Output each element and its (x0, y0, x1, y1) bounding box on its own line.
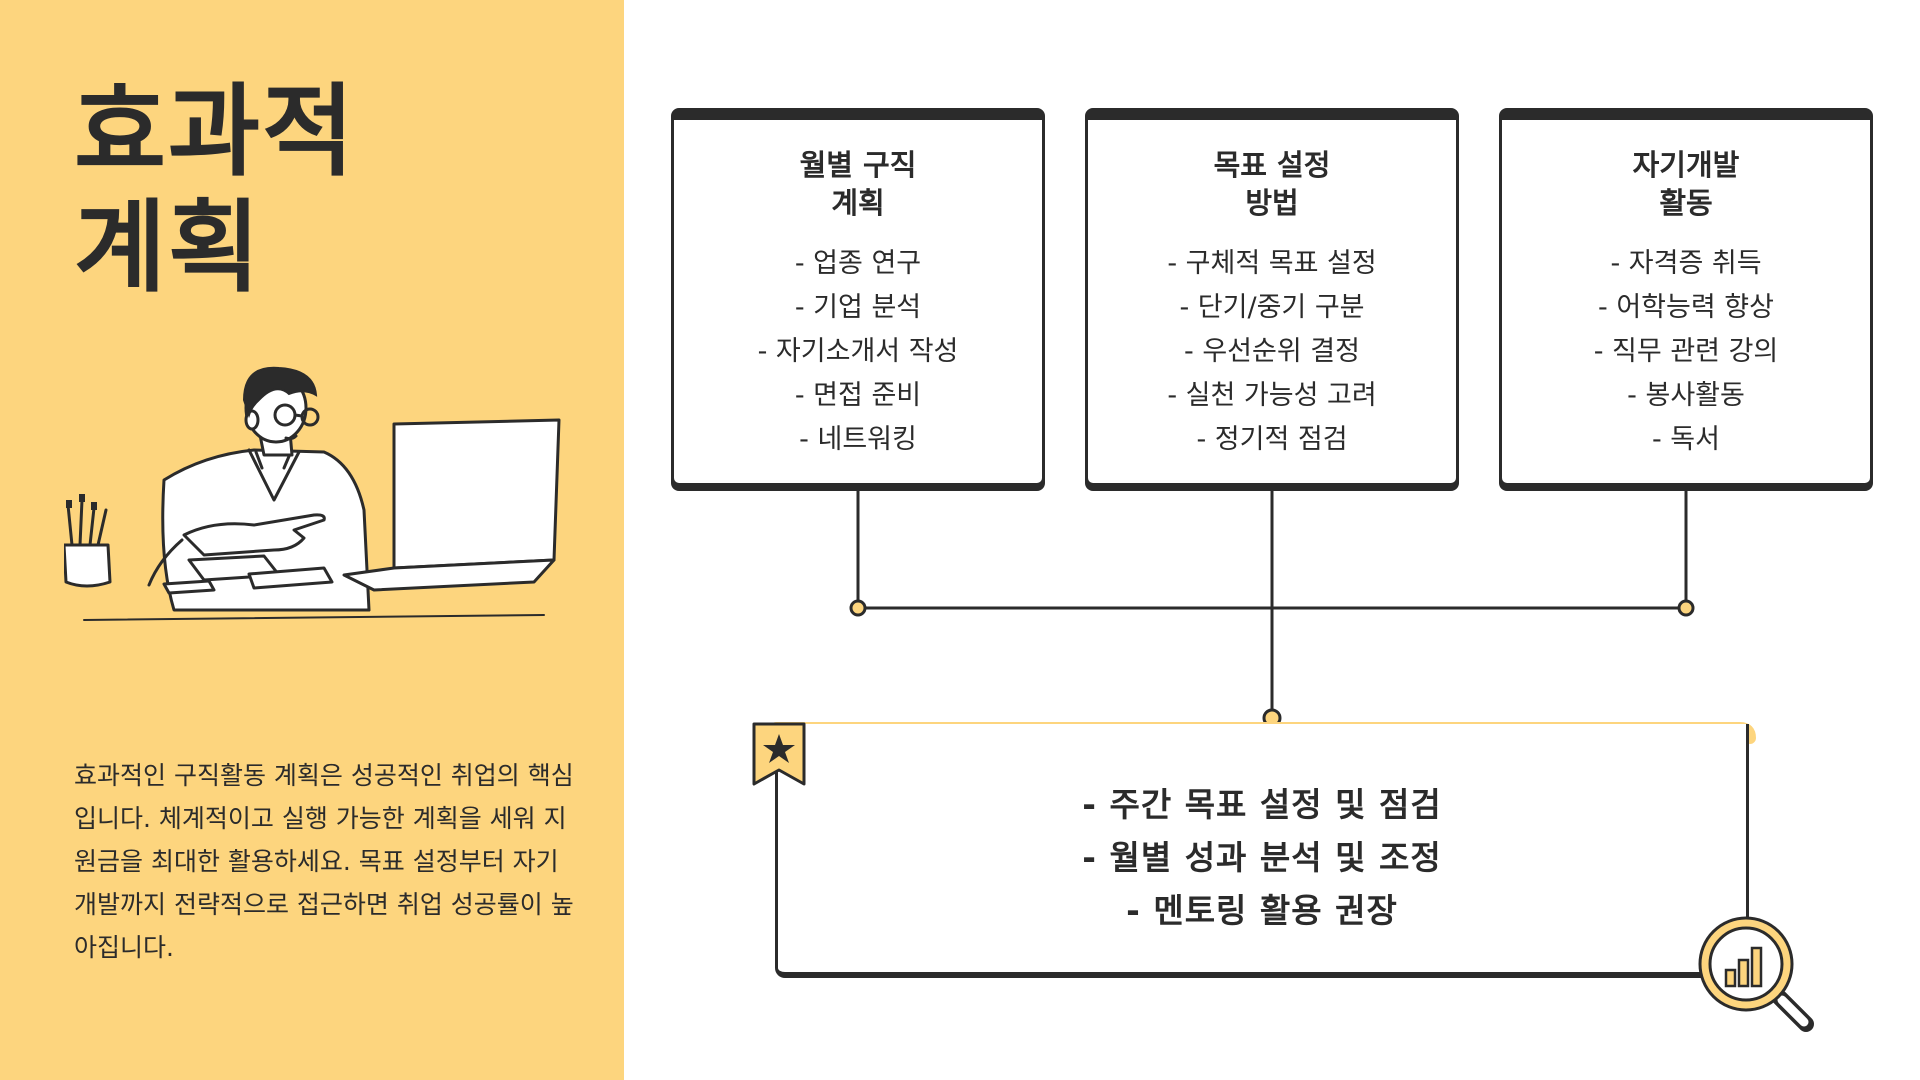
card-self-development: 자기개발 활동 - 자격증 취득 - 어학능력 향상 - 직무 관련 강의 - … (1499, 108, 1873, 486)
card-title-line-2: 방법 (1245, 186, 1299, 220)
summary-item: - 멘토링 활용 권장 (1126, 891, 1398, 930)
summary-list: - 주간 목표 설정 및 점검 - 월별 성과 분석 및 조정 - 멘토링 활용… (778, 778, 1746, 937)
list-item: - 우선순위 결정 (1184, 336, 1360, 367)
left-panel: 효과적 계획 (0, 0, 624, 1080)
list-item: - 업종 연구 (794, 248, 922, 279)
list-item: - 어학능력 향상 (1598, 292, 1774, 323)
page-title-line-2: 계획 (74, 189, 262, 306)
page-title-line-1: 효과적 (74, 73, 356, 190)
list-item: - 기업 분석 (794, 292, 922, 323)
list-item: - 실천 가능성 고려 (1167, 380, 1377, 411)
magnifier-chart-icon (1698, 916, 1814, 1032)
list-item: - 자격증 취득 (1610, 248, 1762, 279)
connector-node-left (849, 599, 867, 617)
card-title-line-2: 계획 (831, 186, 885, 220)
card-list: - 업종 연구 - 기업 분석 - 자기소개서 작성 - 면접 준비 - 네트워… (674, 242, 1042, 462)
card-title: 목표 설정 방법 (1088, 146, 1456, 222)
person-at-laptop-illustration (64, 366, 561, 621)
card-title: 월별 구직 계획 (674, 146, 1042, 222)
card-monthly-plan: 월별 구직 계획 - 업종 연구 - 기업 분석 - 자기소개서 작성 - 면접… (671, 108, 1045, 486)
card-title-line-1: 월별 구직 (799, 148, 917, 182)
summary-item: - 주간 목표 설정 및 점검 (1082, 785, 1442, 824)
list-item: - 독서 (1651, 424, 1720, 455)
card-title: 자기개발 활동 (1502, 146, 1870, 222)
summary-box: - 주간 목표 설정 및 점검 - 월별 성과 분석 및 조정 - 멘토링 활용… (775, 724, 1749, 978)
list-item: - 구체적 목표 설정 (1167, 248, 1377, 279)
card-title-line-1: 목표 설정 (1213, 148, 1331, 182)
list-item: - 정기적 점검 (1196, 424, 1348, 455)
connector-node-right (1677, 599, 1695, 617)
card-goal-setting: 목표 설정 방법 - 구체적 목표 설정 - 단기/중기 구분 - 우선순위 결… (1085, 108, 1459, 486)
card-title-line-2: 활동 (1659, 186, 1713, 220)
page-title: 효과적 계획 (74, 74, 356, 306)
list-item: - 봉사활동 (1627, 380, 1745, 411)
card-list: - 구체적 목표 설정 - 단기/중기 구분 - 우선순위 결정 - 실천 가능… (1088, 242, 1456, 462)
list-item: - 면접 준비 (794, 380, 922, 411)
list-item: - 네트워킹 (799, 424, 917, 455)
list-item: - 단기/중기 구분 (1179, 292, 1365, 323)
list-item: - 자기소개서 작성 (757, 336, 959, 367)
list-item: - 직무 관련 강의 (1593, 336, 1779, 367)
star-bookmark-icon (752, 722, 806, 786)
intro-paragraph: 효과적인 구직활동 계획은 성공적인 취업의 핵심입니다. 체계적이고 실행 가… (74, 761, 574, 962)
card-title-line-1: 자기개발 (1632, 148, 1740, 182)
summary-item: - 월별 성과 분석 및 조정 (1082, 838, 1442, 877)
card-list: - 자격증 취득 - 어학능력 향상 - 직무 관련 강의 - 봉사활동 - 독… (1502, 242, 1870, 462)
